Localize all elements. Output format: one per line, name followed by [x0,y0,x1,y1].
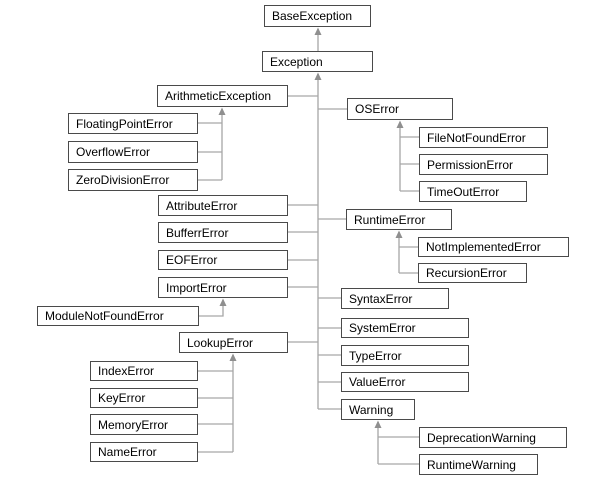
node-recursionerror: RecursionError [418,263,527,283]
node-label: FileNotFoundError [427,130,526,145]
node-filenotfounderror: FileNotFoundError [419,127,548,148]
node-label: ImportError [166,280,227,295]
node-warning: Warning [341,399,415,420]
node-memoryerror: MemoryError [90,414,198,435]
node-label: FloatingPointError [76,116,173,131]
node-systemerror: SystemError [341,318,469,338]
node-label: ArithmeticException [165,89,272,103]
node-indexerror: IndexError [90,361,198,381]
node-label: ValueError [349,375,406,389]
node-label: SyntaxError [349,291,413,306]
node-label: RuntimeWarning [427,457,516,472]
node-label: TypeError [349,348,402,363]
node-label: Exception [270,54,323,69]
node-label: IndexError [98,364,155,378]
node-exception: Exception [262,51,373,72]
node-timeouterror: TimeOutError [419,181,527,202]
node-label: TimeOutError [427,184,500,199]
node-label: OSError [355,102,400,116]
node-label: NotImplementedError [426,240,541,254]
node-overflowerror: OverflowError [68,141,198,163]
node-eoferror: EOFError [158,250,288,270]
node-syntaxerror: SyntaxError [341,288,449,309]
node-bufferrerror: BufferrError [158,222,288,243]
node-nameerror: NameError [90,442,198,462]
node-label: AttributeError [166,198,238,213]
node-runtimeerror: RuntimeError [346,209,452,230]
node-runtimewarning: RuntimeWarning [419,454,538,475]
node-label: DeprecationWarning [427,430,536,445]
node-label: OverflowError [76,145,151,159]
edge-into-importerror [199,298,227,317]
node-oserror: OSError [347,98,453,120]
node-label: LookupError [187,335,254,350]
node-valueerror: ValueError [341,372,469,392]
node-label: KeyError [98,391,146,405]
node-label: SystemError [349,321,416,335]
node-label: EOFError [166,253,218,267]
node-lookuperror: LookupError [179,332,288,353]
node-arithmeticexception: ArithmeticException [157,85,288,107]
node-label: MemoryError [98,417,169,432]
node-label: ModuleNotFoundError [45,309,164,323]
node-label: PermissionError [427,157,514,172]
node-baseexception: BaseException [264,5,371,27]
node-permissionerror: PermissionError [419,154,548,175]
node-label: RuntimeError [354,212,426,227]
node-notimplementederror: NotImplementedError [418,237,569,257]
node-label: NameError [98,445,157,459]
node-label: BufferrError [166,225,229,240]
node-floatingpointerror: FloatingPointError [68,113,198,134]
node-label: ZeroDivisionError [76,173,170,187]
node-modulenotfounderror: ModuleNotFoundError [37,306,199,326]
node-keyerror: KeyError [90,388,198,408]
node-importerror: ImportError [158,277,288,298]
node-zerodivisionerror: ZeroDivisionError [68,169,198,191]
node-deprecationwarning: DeprecationWarning [419,427,567,448]
node-label: BaseException [272,9,353,23]
node-label: RecursionError [426,266,507,280]
node-typeerror: TypeError [341,345,469,366]
node-attributeerror: AttributeError [158,195,288,216]
node-label: Warning [349,402,394,417]
